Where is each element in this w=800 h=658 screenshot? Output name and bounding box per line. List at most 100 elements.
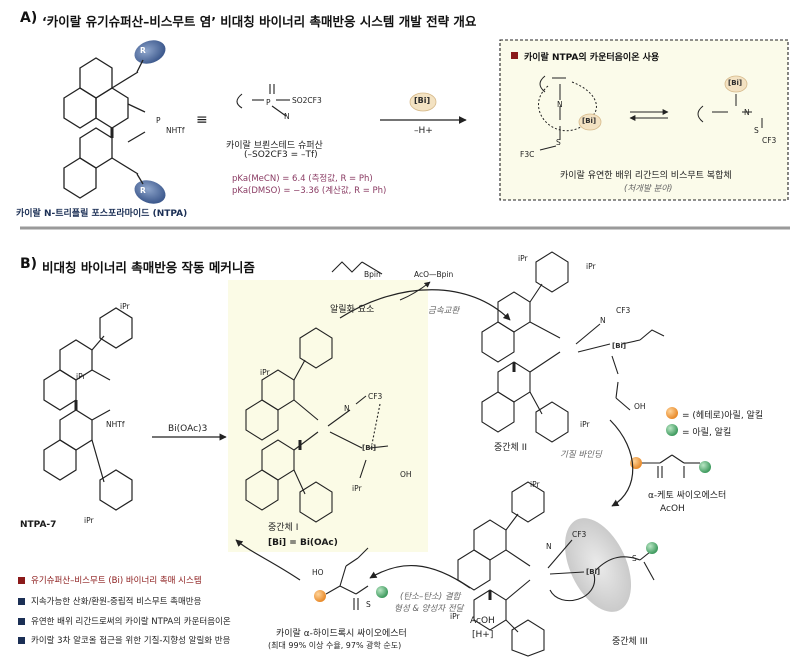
section-a-title: ‘카이랄 유기슈퍼산–비스무트 염’ 비대칭 바이너리 촉매반응 시스템 개발 … [42, 14, 477, 29]
ntpa-structure [63, 57, 146, 199]
product-ho: HO [312, 568, 324, 577]
acoh-released: AcOH [660, 504, 685, 514]
bullet-2-marker [18, 597, 25, 605]
int3-cf3: CF3 [572, 530, 587, 539]
legend-green-text: = 아릴, 알킬 [682, 428, 732, 438]
int2-ipr-top: iPr [518, 254, 528, 263]
arrow-metal-exchange [339, 289, 511, 321]
ntpa-nhtf-label: NHTf [166, 126, 185, 135]
int2-structure [481, 251, 665, 443]
section-a-letter: A) [20, 10, 38, 26]
box-s-right: S [754, 126, 759, 135]
bullet-2-text: 지속가능한 산화/환원-중립적 비스무트 촉매반응 [31, 597, 202, 607]
arrow-bi-label: [Bi] [414, 96, 431, 105]
allyl-bpin: Bpin [364, 270, 381, 279]
bullet-4-text: 카이랄 3차 알코올 접근을 위한 기질-지향성 알릴화 반응 [31, 636, 231, 646]
box-bi-right: [Bi] [728, 79, 743, 87]
section-b-letter: B) [20, 256, 38, 272]
superacid-structure [236, 84, 290, 117]
int2-cf3: CF3 [616, 306, 631, 315]
int3-ipr-left: iPr [450, 612, 460, 621]
intermediate-i-panel [228, 280, 428, 552]
bullet-3-marker [18, 617, 25, 625]
legend-orange-ball [666, 407, 678, 419]
product-yield: (최대 99% 이상 수율, 97% 광학 순도) [268, 641, 402, 650]
ntpa7-ipr-left: iPr [76, 372, 86, 381]
box-s-left: S [556, 138, 561, 147]
int1-bi: [Bi] [362, 444, 377, 452]
section-b-title: 비대칭 바이너리 촉매반응 작동 메커니즘 [42, 260, 255, 275]
box-n-right: N [744, 108, 750, 117]
tf-definition: (–SO2CF3 = –Tf) [244, 150, 318, 160]
ntpa7-structure [43, 307, 133, 511]
box-f3c-left: F3C [520, 150, 535, 159]
int2-n: N [600, 316, 606, 325]
ntpa7-ipr-bottom: iPr [84, 516, 94, 525]
allyl-source: 알릴화 요소 [330, 305, 375, 315]
bullet-3-text: 유연한 배위 리간드로써의 카이랄 NTPA의 카운터음이온 [31, 617, 231, 627]
chiral-pocket-highlight [564, 518, 632, 612]
ntpa7-ipr-top: iPr [120, 302, 130, 311]
int3-label: 중간체 III [612, 637, 648, 647]
int2-bi: [Bi] [612, 342, 627, 350]
bullet-2: 지속가능한 산화/환원-중립적 비스무트 촉매반응 [18, 595, 201, 607]
int2-oh: OH [634, 402, 646, 411]
int1-structure [245, 327, 389, 523]
int3-n: N [546, 542, 552, 551]
arrow-cc-bond [369, 564, 471, 589]
box-bi-left: [Bi] [582, 117, 597, 125]
superacid-p: P [266, 98, 271, 107]
int1-label: 중간체 I [268, 523, 299, 533]
acoh-added: AcOH [470, 616, 495, 626]
bullet-1-text: 유기슈퍼산–비스무트 (Bi) 바이너리 촉매 시스템 [31, 576, 202, 586]
bullet-4: 카이랄 3차 알코올 접근을 위한 기질-지향성 알릴화 반응 [18, 634, 230, 646]
legend-orange-text: = (헤테로)아릴, 알킬 [682, 411, 764, 421]
product-s: S [366, 600, 371, 609]
box-caption: 카이랄 유연한 배위 리간드의 비스무트 복합체 [560, 171, 732, 181]
superacid-n: N [284, 112, 290, 121]
product-caption: 카이랄 α-하이드록시 싸이오에스터 [276, 629, 407, 639]
box-cf3-right: CF3 [762, 136, 777, 145]
arrow-substrate-binding [609, 419, 634, 507]
equiv-sign: ≡ [196, 112, 208, 128]
pka-mecn: pKa(MeCN) = 6.4 (측정값, R = Ph) [232, 174, 373, 184]
bi-reagent-badge [409, 92, 437, 112]
counteranion-box [499, 39, 789, 201]
bullet-3: 유연한 배위 리간드로써의 카이랄 NTPA의 카운터음이온 [18, 615, 231, 627]
int1-n: N [344, 404, 350, 413]
box-title: 카이랄 NTPA의 카운터음이온 사용 [524, 53, 660, 63]
int2-ipr-right: iPr [586, 262, 596, 271]
legend-green-ball [666, 424, 678, 436]
ntpa-p-label: P [156, 116, 161, 125]
r-bottom-label: R [140, 186, 146, 195]
ntpa7-label: NTPA-7 [20, 520, 57, 530]
metal-exchange: 금속교환 [428, 306, 460, 316]
cc-bond-2: 형성 & 양성자 전달 [394, 604, 464, 614]
ntpa-caption: 카이랄 N-트리플릴 포스포라마이드 (NTPA) [16, 209, 188, 219]
box-caption-2: (처개발 분야) [624, 184, 673, 194]
product-structure [325, 547, 369, 610]
int1-cf3: CF3 [368, 392, 383, 401]
int1-ipr-bottom: iPr [352, 484, 362, 493]
int1-oh: OH [400, 470, 412, 479]
bullet-4-marker [18, 636, 25, 644]
h-plus: [H+] [472, 630, 494, 640]
r-group-top [134, 40, 166, 64]
aco-bpin: AcO—Bpin [414, 270, 454, 279]
cc-bond-1: (탄소–탄소) 결합 [400, 592, 461, 602]
superacid-so2cf3: SO2CF3 [292, 96, 322, 105]
bi-definition: [Bi] = Bi(OAc) [268, 538, 338, 548]
superacid-caption: 카이랄 브뢴스테드 슈퍼산 [226, 141, 323, 151]
arrow-h-label: –H+ [414, 126, 433, 136]
int3-ipr-top: iPr [530, 480, 540, 489]
substrate-binding: 기질 바인딩 [560, 450, 602, 460]
r-top-label: R [140, 46, 146, 55]
int3-s: S [632, 554, 637, 563]
r-group-bottom [134, 180, 166, 204]
bullet-1-marker [18, 576, 25, 584]
arrow-regenerate [235, 539, 301, 581]
int2-label: 중간체 II [494, 443, 528, 453]
pka-dmso: pKa(DMSO) = −3.36 (계산값, R = Ph) [232, 186, 387, 196]
